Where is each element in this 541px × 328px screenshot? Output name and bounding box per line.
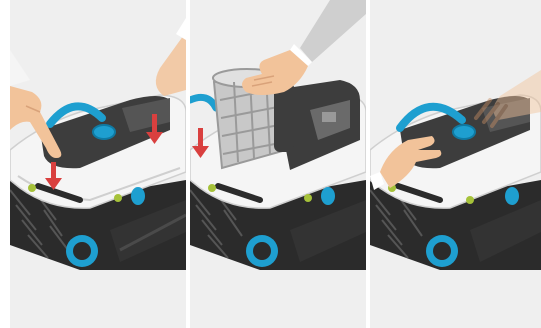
panel-step-2 [190, 0, 366, 328]
wheel [426, 235, 458, 267]
robot-scene-3 [370, 0, 541, 328]
handle-arc-icon [190, 97, 216, 108]
wheel [66, 235, 98, 267]
release-button [93, 125, 115, 139]
panel-step-1 [10, 0, 186, 328]
robot-scene-1 [10, 0, 186, 328]
panel-step-3 [370, 0, 541, 328]
release-button [453, 125, 475, 139]
wheel [246, 235, 278, 267]
hand-icon [242, 0, 366, 95]
hand-icon [156, 18, 186, 96]
robot-scene-2 [190, 0, 366, 328]
